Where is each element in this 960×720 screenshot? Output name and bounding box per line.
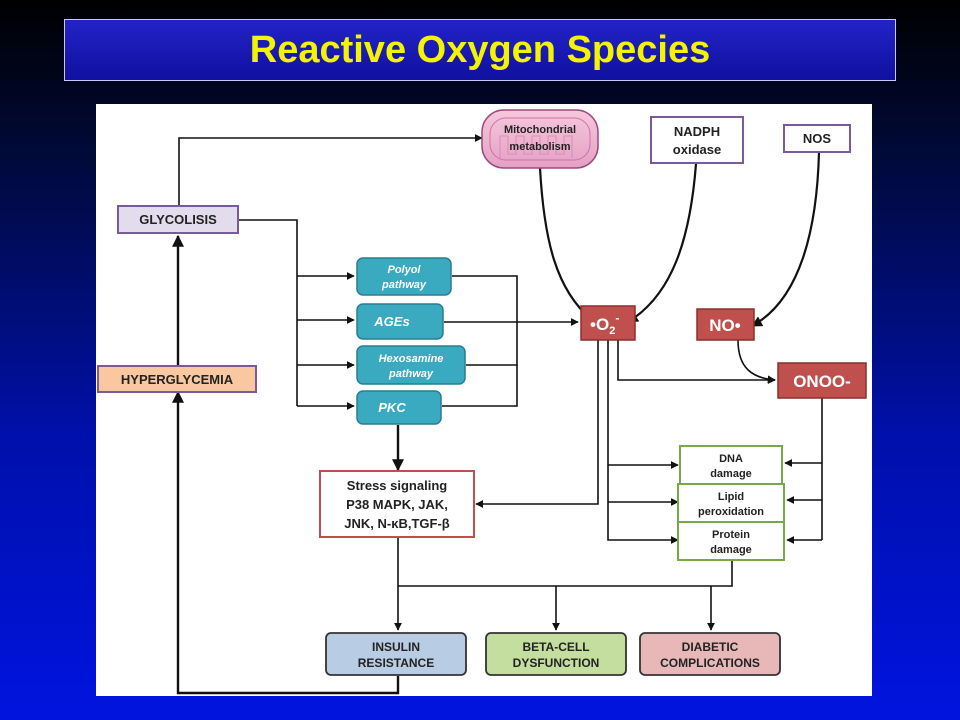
stress-label-line3: JNK, N-κB,TGF-β: [344, 516, 450, 531]
protein-label-line1: Protein: [712, 529, 750, 541]
nadph-oxidase-node: NADPH oxidase: [650, 116, 744, 164]
hexosamine-label-line1: Hexosamine: [379, 353, 444, 365]
pkc-label: PKC: [378, 400, 406, 415]
arrow-nadph-to-superoxide: [627, 163, 698, 323]
beta-box: [485, 632, 627, 676]
nos-label: NOS: [803, 131, 832, 146]
diabetic-label-line1: DIABETIC: [682, 640, 739, 654]
glycolisis-label: GLYCOLISIS: [139, 212, 217, 227]
insulin-resistance-node: INSULIN RESISTANCE: [325, 632, 467, 676]
beta-label-line2: DYSFUNCTION: [513, 656, 600, 670]
beta-cell-dysfunction-node: BETA-CELL DYSFUNCTION: [485, 632, 627, 676]
arrow-no-to-onoo: [737, 339, 776, 384]
superoxide-node: •O2-: [580, 305, 636, 341]
beta-label-line1: BETA-CELL: [522, 640, 589, 654]
glycolisis-node: GLYCOLISIS: [117, 205, 239, 234]
title-banner: Reactive Oxygen Species: [64, 19, 896, 81]
dna-damage-node: DNA damage: [679, 445, 783, 485]
ages-box: [356, 303, 444, 340]
onoo-box: [777, 362, 867, 399]
nadph-label-line2: oxidase: [673, 142, 721, 157]
lipid-label-line1: Lipid: [718, 491, 744, 503]
nos-box: [783, 124, 851, 153]
diabetic-label-line2: COMPLICATIONS: [660, 656, 760, 670]
stress-signaling-node: Stress signaling P38 MAPK, JAK, JNK, N-κ…: [319, 470, 475, 538]
hyperglycemia-box: [97, 365, 257, 393]
dna-box: [679, 445, 783, 485]
hexosamine-node: Hexosamine pathway: [356, 345, 466, 385]
arrow-superoxide-to-protein: [607, 465, 679, 544]
ros-diagram: Mitochondrial metabolism NADPH oxidase N…: [97, 109, 867, 695]
mitochondria-inner-membrane: [489, 117, 591, 161]
mito-label-line2: metabolism: [509, 141, 570, 153]
pkc-node: PKC: [356, 390, 442, 425]
onoo-label: ONOO-: [793, 372, 851, 391]
nadph-box: [650, 116, 744, 164]
no-node: NO•: [696, 308, 755, 341]
nadph-label-line1: NADPH: [674, 124, 720, 139]
arrow-mito-to-superoxide: [538, 167, 593, 321]
page-title: Reactive Oxygen Species: [249, 28, 711, 71]
lipid-label-line2: peroxidation: [698, 506, 764, 518]
polyol-label-line2: pathway: [381, 279, 427, 291]
diabetic-complications-node: DIABETIC COMPLICATIONS: [639, 632, 781, 676]
stress-label-line1: Stress signaling: [347, 478, 447, 493]
arrow-superoxide-to-stress: [475, 340, 599, 508]
hyperglycemia-label: HYPERGLYCEMIA: [121, 372, 234, 387]
lipid-box: [677, 483, 785, 523]
lipid-peroxidation-node: Lipid peroxidation: [677, 483, 785, 523]
diabetic-box: [639, 632, 781, 676]
arrow-superoxide-to-onoo: [617, 340, 776, 384]
stress-box: [319, 470, 475, 538]
mito-label-line1: Mitochondrial: [504, 124, 576, 136]
insulin-label-line1: INSULIN: [372, 640, 420, 654]
superoxide-box: [580, 305, 636, 341]
polyol-node: Polyol pathway: [356, 257, 452, 296]
hexosamine-box: [356, 345, 466, 385]
dna-label-line1: DNA: [719, 453, 743, 465]
onoo-node: ONOO-: [777, 362, 867, 399]
mitochondria-node: Mitochondrial metabolism: [481, 109, 599, 169]
line-pathway-collector: [452, 275, 518, 366]
no-label: NO•: [709, 316, 741, 335]
line-glycolisis-bus: [238, 219, 298, 406]
line-pkc-collector: [442, 365, 518, 407]
protein-label-line2: damage: [710, 544, 752, 556]
stress-label-line2: P38 MAPK, JAK,: [346, 497, 448, 512]
line-outcome-bus: [398, 560, 733, 587]
arrow-feedback-loop: [172, 390, 400, 695]
nos-node: NOS: [783, 124, 851, 153]
arrow-glycolisis-to-mito: [178, 134, 483, 205]
arrow-nos-to-no: [751, 151, 821, 327]
no-box: [696, 308, 755, 341]
hexosamine-label-line2: pathway: [388, 368, 434, 380]
ages-node: AGEs: [356, 303, 444, 340]
protein-damage-node: Protein damage: [677, 521, 785, 561]
connectors: [172, 134, 823, 695]
hyperglycemia-node: HYPERGLYCEMIA: [97, 365, 257, 393]
insulin-label-line2: RESISTANCE: [358, 656, 434, 670]
mitochondria-cristae: [499, 135, 573, 158]
polyol-label-line1: Polyol: [387, 264, 421, 276]
dna-label-line2: damage: [710, 468, 752, 480]
protein-box: [677, 521, 785, 561]
diagram-panel: Mitochondrial metabolism NADPH oxidase N…: [96, 104, 872, 696]
pkc-box: [356, 390, 442, 425]
superoxide-label: •O2-: [590, 311, 619, 337]
polyol-box: [356, 257, 452, 296]
insulin-box: [325, 632, 467, 676]
ages-label: AGEs: [373, 314, 409, 329]
glycolisis-box: [117, 205, 239, 234]
